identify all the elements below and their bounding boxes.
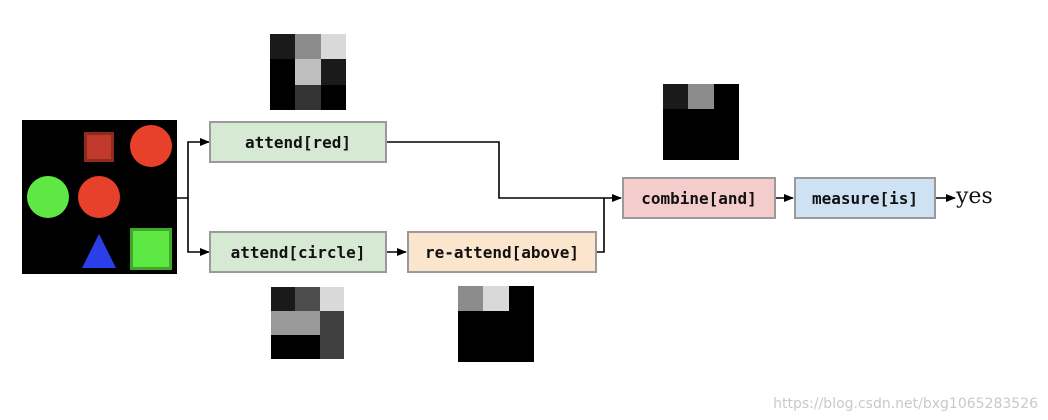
- attention-cell: [321, 59, 346, 84]
- attention-cell: [483, 337, 508, 362]
- attention-cell: [483, 311, 508, 336]
- attention-cell: [270, 85, 295, 110]
- attention-map-combine-and: [663, 84, 739, 160]
- attention-cell: [295, 85, 320, 110]
- attention-cell: [295, 59, 320, 84]
- attention-cell: [458, 311, 483, 336]
- attention-cell: [509, 311, 534, 336]
- attention-cell: [320, 287, 344, 311]
- measure-is-module: measure[is]: [794, 177, 936, 219]
- attention-map-re-attend-above: [458, 286, 534, 362]
- red-circle-top: [130, 125, 172, 167]
- blue-triangle: [82, 234, 116, 268]
- attention-map-attend-red: [270, 34, 346, 110]
- attend-red-module: attend[red]: [209, 121, 387, 163]
- attention-cell: [483, 286, 508, 311]
- re-attend-above-module: re-attend[above]: [407, 231, 597, 273]
- green-square: [130, 228, 172, 270]
- attention-cell: [295, 287, 319, 311]
- attention-cell: [271, 287, 295, 311]
- attention-cell: [270, 34, 295, 59]
- attention-cell: [321, 34, 346, 59]
- attention-cell: [714, 84, 739, 109]
- arrow-scene-to-attend-circle: [188, 198, 209, 252]
- attention-cell: [663, 109, 688, 134]
- red-circle-middle: [78, 176, 120, 218]
- attention-cell: [320, 311, 344, 335]
- arrow-re-attend-to-combine: [597, 198, 604, 252]
- watermark: https://blog.csdn.net/bxg1065283526: [773, 396, 1038, 412]
- attention-cell: [295, 34, 320, 59]
- attention-cell: [271, 311, 295, 335]
- arrow-scene-to-attend-red: [177, 142, 209, 198]
- attention-cell: [295, 311, 319, 335]
- output-answer: yes: [956, 184, 993, 209]
- attention-cell: [714, 135, 739, 160]
- attention-cell: [663, 135, 688, 160]
- attention-cell: [458, 337, 483, 362]
- attention-map-attend-circle: [271, 287, 344, 359]
- attend-circle-module: attend[circle]: [209, 231, 387, 273]
- attention-cell: [688, 109, 713, 134]
- green-circle: [27, 176, 69, 218]
- attention-cell: [714, 109, 739, 134]
- attention-cell: [320, 335, 344, 359]
- attention-cell: [688, 84, 713, 109]
- attention-cell: [321, 85, 346, 110]
- attention-cell: [458, 286, 483, 311]
- attention-cell: [688, 135, 713, 160]
- input-scene-image: [22, 120, 177, 274]
- attention-cell: [270, 59, 295, 84]
- attention-cell: [295, 335, 319, 359]
- dark-red-square: [84, 132, 114, 162]
- attention-cell: [663, 84, 688, 109]
- arrow-attend-red-to-combine: [387, 142, 621, 198]
- attention-cell: [271, 335, 295, 359]
- attention-cell: [509, 337, 534, 362]
- combine-and-module: combine[and]: [622, 177, 776, 219]
- attention-cell: [509, 286, 534, 311]
